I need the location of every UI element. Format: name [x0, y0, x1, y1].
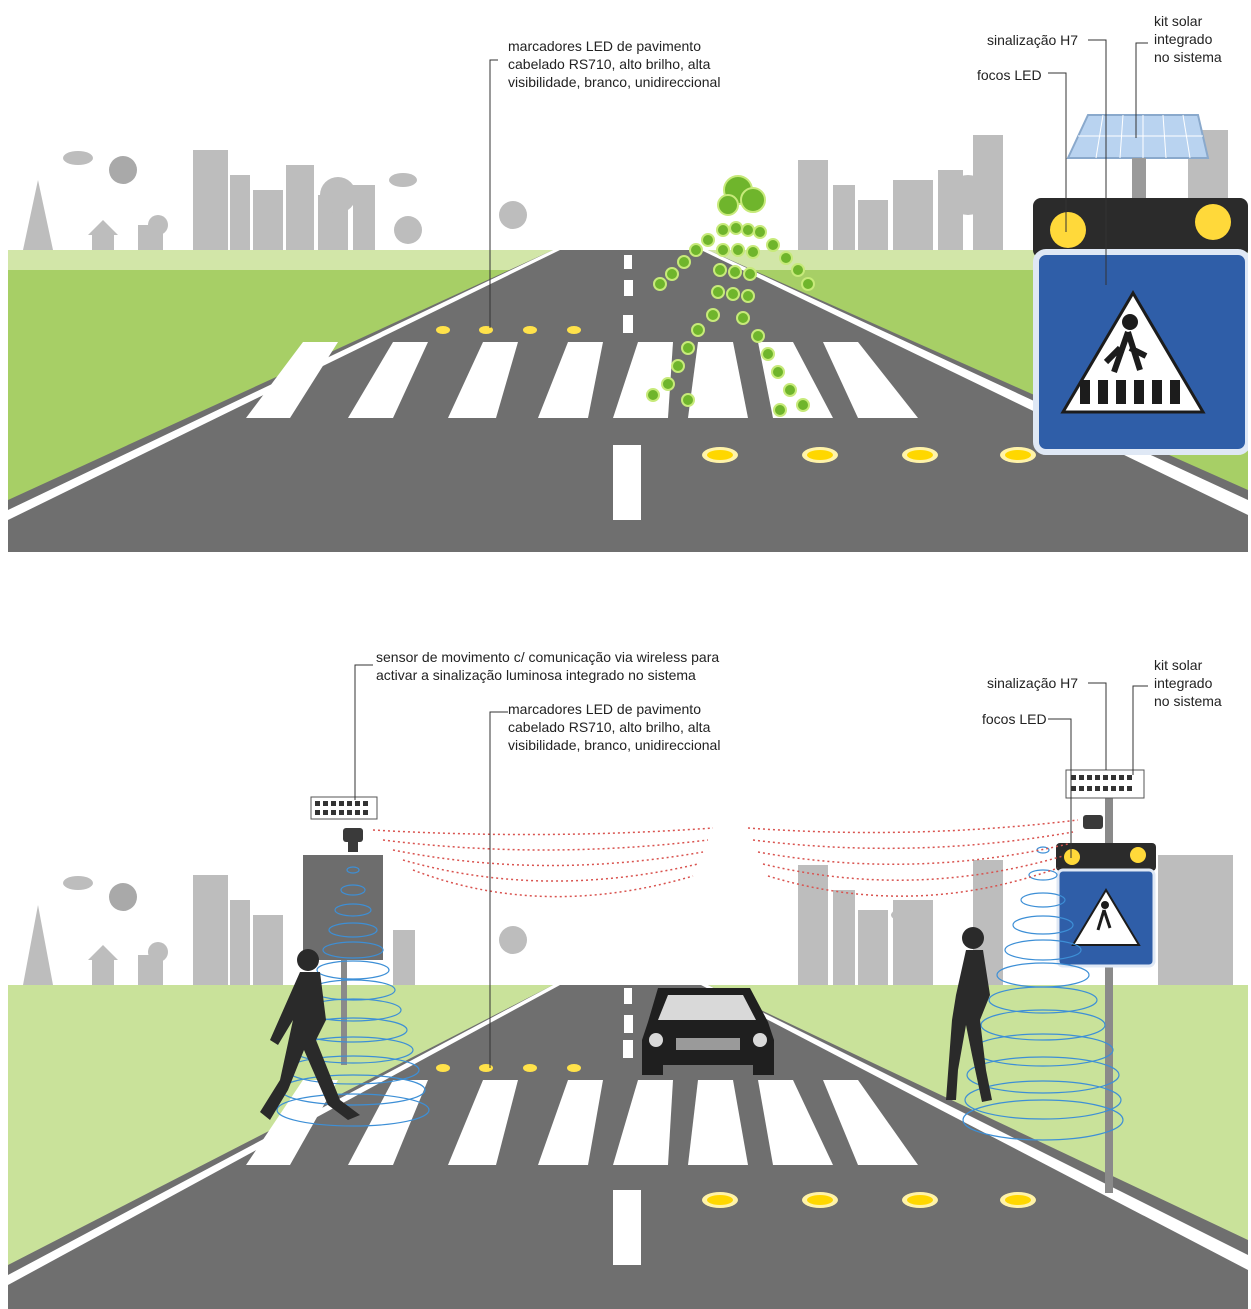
top-scene: marcadores LED de pavimento cabelado RS7…: [8, 0, 1248, 552]
led-pavement-markers: [436, 1064, 1036, 1208]
callout-motion-sensor: sensor de movimento c/ comunicação via w…: [376, 649, 720, 683]
pedestrian-crossing-sign-icon: [1033, 198, 1248, 455]
bottom-scene-illustration: [8, 600, 1248, 1309]
bottom-scene: sensor de movimento c/ comunicação via w…: [8, 600, 1248, 1309]
callout-solar-kit: kit solar integrado no sistema: [1154, 13, 1222, 65]
solar-panel-icon: [310, 796, 378, 820]
callout-sign-h7: sinalização H7: [987, 32, 1079, 48]
callout-sign-h7: sinalização H7: [987, 675, 1079, 691]
motion-sensor-icon: [343, 828, 363, 852]
walking-woman-icon: [946, 927, 992, 1102]
callout-led-focus: focos LED: [977, 67, 1042, 83]
top-scene-illustration: [8, 0, 1248, 552]
led-pedestrian-icon: [646, 175, 815, 417]
callout-solar-kit: kit solar integrado no sistema: [1154, 657, 1222, 709]
zebra-crossing: [246, 1080, 918, 1165]
callout-pavement-markers: marcadores LED de pavimento cabelado RS7…: [508, 701, 721, 753]
zebra-crossing: [246, 342, 918, 418]
wireless-wave-icon: [372, 819, 1079, 898]
led-pavement-markers: [436, 326, 1036, 463]
callout-pavement-markers: marcadores LED de pavimento cabelado RS7…: [508, 38, 721, 90]
motion-sensor-icon: [1083, 815, 1103, 829]
callout-led-focus: focos LED: [982, 711, 1047, 727]
solar-panel-icon: [1065, 769, 1145, 799]
walking-man-icon: [260, 949, 360, 1120]
pedestrian-crossing-sign-icon: [1056, 843, 1156, 968]
car-icon: [642, 988, 774, 1075]
solar-panel-icon: [1066, 114, 1210, 198]
